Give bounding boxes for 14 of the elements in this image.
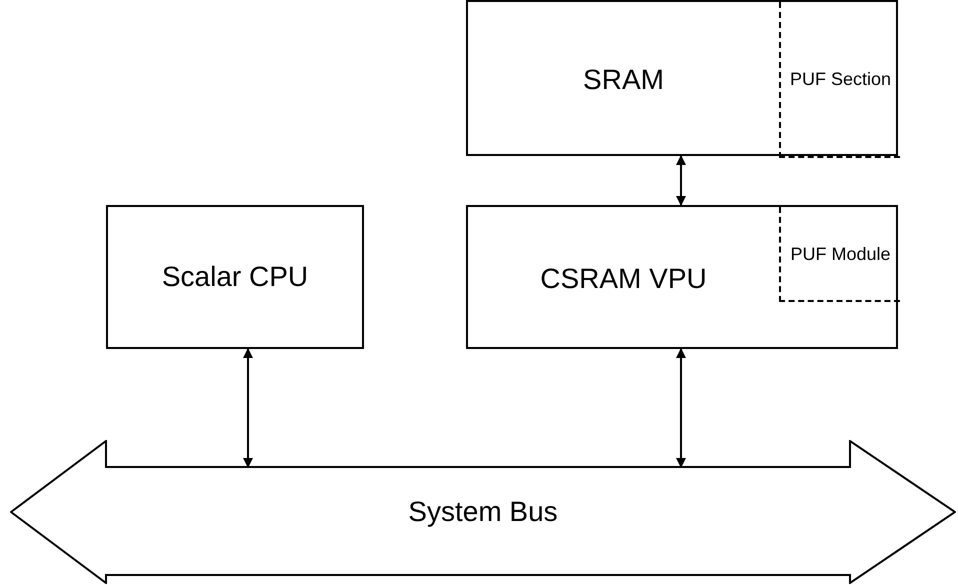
- node-label: Scalar CPU: [162, 260, 308, 294]
- block-box: [466, 205, 898, 349]
- dashed-section: [779, 207, 900, 302]
- block-box: [466, 0, 898, 156]
- node-label: System Bus: [408, 496, 558, 527]
- node-label: CSRAM VPU: [540, 262, 707, 296]
- arrow: [676, 348, 686, 468]
- block-box: [106, 205, 364, 349]
- arrow: [676, 155, 686, 206]
- node-label: PUF Section: [790, 68, 892, 91]
- arrow: [243, 348, 253, 468]
- node-label: PUF Module: [790, 242, 891, 266]
- node-label: SRAM: [583, 63, 664, 97]
- dashed-section: [779, 2, 900, 158]
